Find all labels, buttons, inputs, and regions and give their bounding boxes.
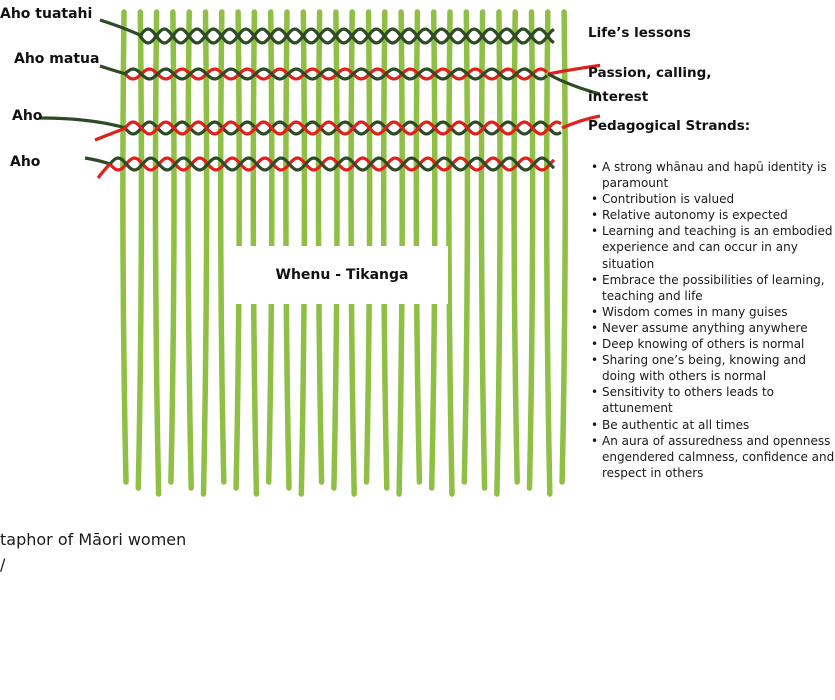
strand-item: Sensitivity to others leads to attunemen… <box>586 384 835 416</box>
strand-item: Learning and teaching is an embodied exp… <box>586 223 835 271</box>
strand-item: Never assume anything anywhere <box>586 320 835 336</box>
pedagogical-strands-list: A strong whānau and hapū identity is par… <box>586 159 835 481</box>
aho-tail <box>85 158 110 164</box>
whenu-strand <box>497 12 500 494</box>
whenu-strand <box>547 12 550 494</box>
whenu-strand <box>464 12 467 482</box>
lifes-lessons-label: Life’s lessons <box>588 25 691 41</box>
strand-item: Embrace the possibilities of learning, t… <box>586 272 835 304</box>
strand-item: Be authentic at all times <box>586 417 835 433</box>
strand-item: Contribution is valued <box>586 191 835 207</box>
aho-label-1: Aho <box>12 108 42 124</box>
whenu-strand <box>221 12 224 482</box>
strand-item: Deep knowing of others is normal <box>586 336 835 352</box>
whenu-strand <box>481 12 484 488</box>
whenu-tikanga-label: Whenu - Tikanga <box>276 267 409 283</box>
whenu-strand <box>155 12 158 494</box>
aho-tail <box>98 164 110 178</box>
whenu-strand <box>188 12 191 488</box>
passion-label: Passion, calling, interest <box>588 61 728 109</box>
strand-item: Relative autonomy is expected <box>586 207 835 223</box>
strand-item: Sharing one’s being, knowing and doing w… <box>586 352 835 384</box>
figure-caption: taphor of Māori women / <box>0 527 300 577</box>
whenu-strand <box>123 12 126 482</box>
whenu-strand <box>530 12 533 488</box>
whenu-strand <box>514 12 517 482</box>
whenu-strand <box>204 12 207 494</box>
whenu-strand <box>449 12 452 494</box>
strand-item: Wisdom comes in many guises <box>586 304 835 320</box>
aho-label-2: Aho <box>10 154 40 170</box>
whenu-strand <box>171 12 174 482</box>
strand-item: A strong whānau and hapū identity is par… <box>586 159 835 191</box>
whenu-tikanga-box: Whenu - Tikanga <box>236 246 448 304</box>
caption-line-1: taphor of Māori women <box>0 527 300 552</box>
aho-matua-label: Aho matua <box>14 51 99 67</box>
strand-item: An aura of assuredness and openness enge… <box>586 433 835 481</box>
aho-tuatahi-label: Aho tuatahi <box>0 6 92 22</box>
pedagogical-strands-heading: Pedagogical Strands: <box>588 118 750 134</box>
whenu-strand <box>138 12 141 488</box>
caption-line-2: / <box>0 552 300 577</box>
aho-tail <box>40 118 126 128</box>
